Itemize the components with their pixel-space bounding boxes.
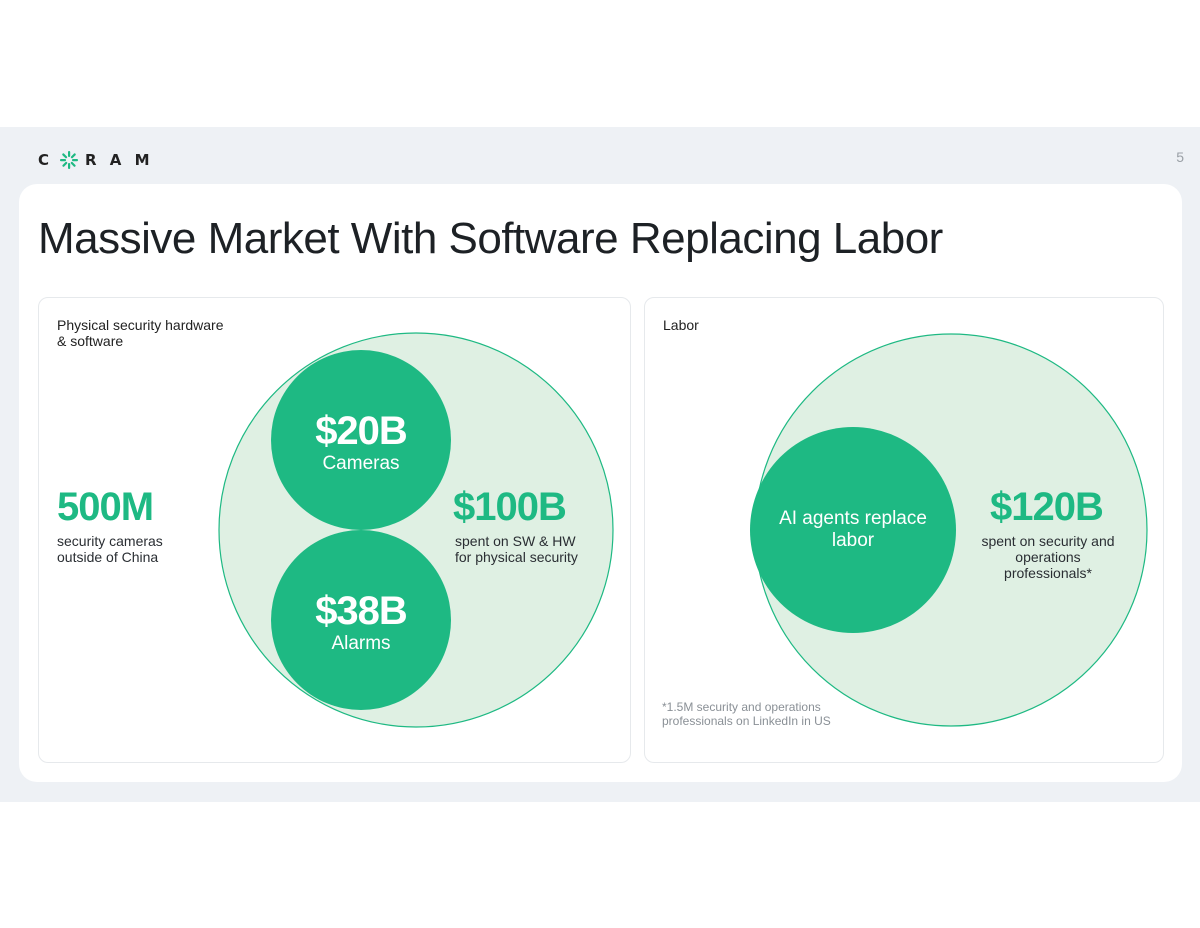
cameras-label: Cameras	[322, 453, 400, 474]
logo-letters-ram: R A M	[85, 151, 154, 169]
labor-market-description: spent on security and operations profess…	[981, 533, 1115, 581]
page-number: 5	[1176, 149, 1184, 165]
ai-agents-label: AI agents replace labor	[779, 508, 927, 551]
logo-letter-c: C	[38, 151, 54, 169]
alarms-label: Alarms	[331, 633, 391, 654]
cameras-count-description: security cameras outside of China	[57, 533, 163, 565]
alarms-value: $38B	[315, 589, 408, 633]
logo-asterisk-icon	[60, 151, 79, 169]
panel-label: Labor	[663, 317, 699, 333]
cameras-value: $20B	[315, 409, 408, 453]
outer-market-value: $100B	[453, 485, 567, 529]
coram-logo: C R A M	[38, 151, 154, 169]
alarms-bubble-text: $38B Alarms	[291, 589, 431, 655]
cameras-bubble-text: $20B Cameras	[291, 409, 431, 475]
alarms-circle	[271, 530, 451, 710]
panel-label: Physical security hardware & software	[57, 317, 224, 349]
ai-agents-circle	[750, 427, 956, 633]
slide: C R A M 5 Massive Market With Software R…	[0, 127, 1200, 802]
slide-title: Massive Market With Software Replacing L…	[38, 214, 943, 263]
content-card: Massive Market With Software Replacing L…	[19, 184, 1182, 782]
labor-venn	[750, 333, 1148, 727]
cameras-circle	[271, 350, 451, 530]
physical-security-venn	[218, 332, 614, 728]
labor-market-value: $120B	[990, 485, 1104, 529]
outer-market-description: spent on SW & HW for physical security	[455, 533, 578, 565]
footnote: *1.5M security and operations profession…	[662, 700, 831, 728]
labor-panel: Labor AI agents replace labor $120B spen…	[644, 297, 1164, 763]
physical-security-panel: Physical security hardware & software 50…	[38, 297, 631, 763]
cameras-count-value: 500M	[57, 485, 154, 529]
